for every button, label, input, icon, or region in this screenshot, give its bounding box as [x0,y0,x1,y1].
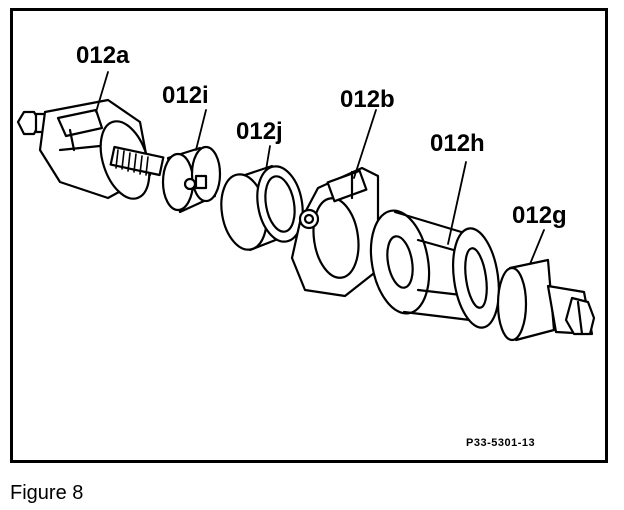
label-012h: 012h [430,130,485,157]
part-012a-puller [18,100,163,205]
figure-frame [10,8,608,463]
label-012a: 012a [76,42,130,69]
label-012b: 012b [340,86,395,113]
exploded-view-diagram [0,0,624,468]
figure-caption: Figure 8 [10,482,84,504]
label-012g: 012g [512,202,567,229]
label-012i: 012i [162,82,209,109]
part-012i-thrust-piece [163,147,220,212]
part-012h-cage [363,206,504,331]
part-012g-sleeve [498,260,594,340]
label-012j: 012j [236,118,283,145]
part-012b-clamp-ring [292,168,378,296]
part-012j-ring [216,163,309,253]
reference-code: P33-5301-13 [466,437,536,449]
leader-lines [96,72,544,264]
